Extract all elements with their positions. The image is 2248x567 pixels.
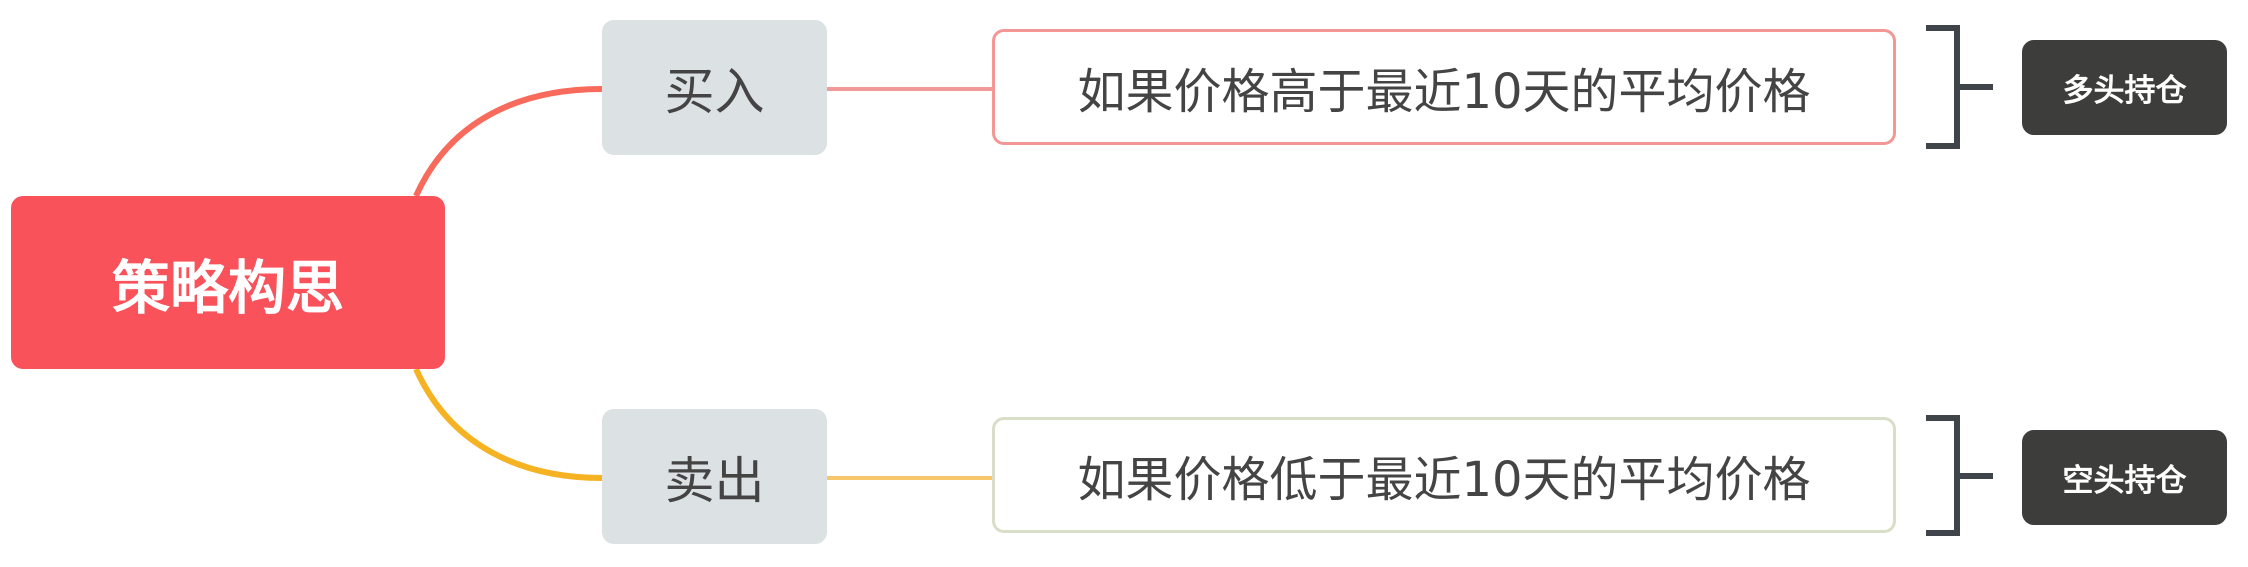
condition-buy-label: 如果价格高于最近10天的平均价格 — [1077, 64, 1811, 120]
root-topic[interactable]: 策略构思 — [11, 196, 445, 369]
connector-root-buy — [413, 86, 603, 198]
topic-sell-label: 卖出 — [664, 451, 765, 510]
condition-sell-label: 如果价格低于最近10天的平均价格 — [1077, 452, 1811, 508]
topic-sell[interactable]: 卖出 — [602, 409, 827, 544]
summary-short-position[interactable]: 空头持仓 — [2022, 430, 2227, 525]
condition-buy[interactable]: 如果价格高于最近10天的平均价格 — [992, 29, 1896, 145]
summary-long-label: 多头持仓 — [2062, 73, 2187, 109]
summary-long-position[interactable]: 多头持仓 — [2022, 40, 2227, 135]
summary-bracket-sell — [1926, 415, 1993, 536]
topic-buy[interactable]: 买入 — [602, 20, 827, 155]
summary-bracket-buy — [1926, 25, 1993, 149]
summary-short-label: 空头持仓 — [2062, 463, 2187, 499]
topic-buy-label: 买入 — [664, 62, 765, 121]
condition-sell[interactable]: 如果价格低于最近10天的平均价格 — [992, 417, 1896, 533]
root-topic-label: 策略构思 — [111, 253, 344, 322]
connector-root-sell — [413, 367, 603, 481]
